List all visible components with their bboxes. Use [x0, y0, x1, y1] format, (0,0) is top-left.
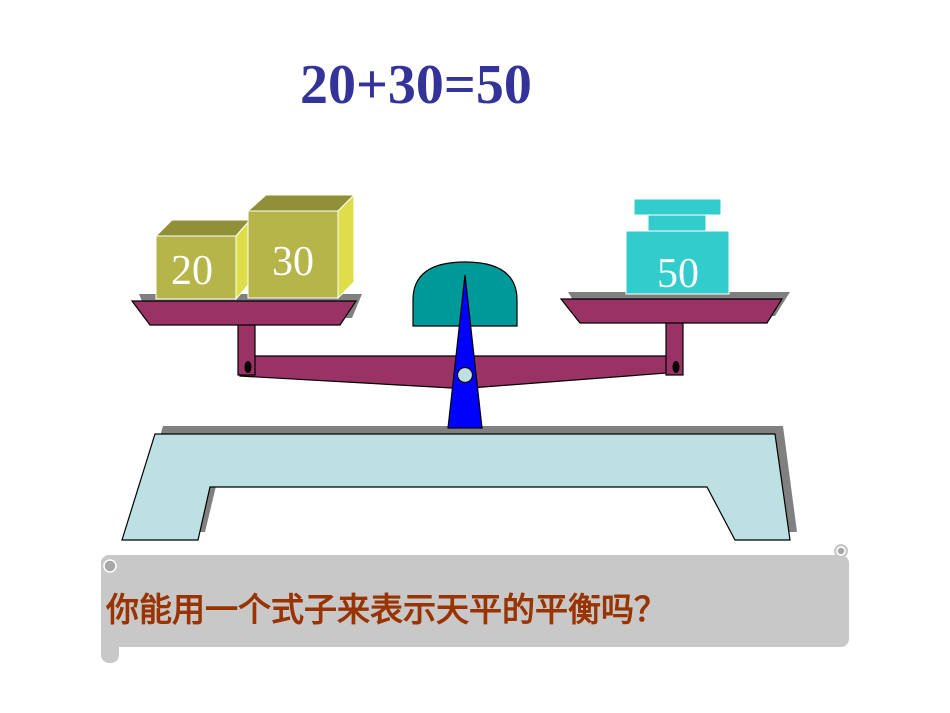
- pointer-pivot: [456, 366, 474, 384]
- left-pivot-pin: [244, 361, 252, 373]
- right-pivot-pin: [672, 361, 680, 373]
- scale-base: [121, 433, 791, 541]
- equation-title: 20+30=50: [300, 54, 532, 116]
- weight-label-50: 50: [657, 251, 699, 297]
- weight-label-30: 30: [272, 239, 314, 285]
- weight-label-20: 20: [171, 248, 213, 294]
- question-text: 你能用一个式子来表示天平的平衡吗？: [105, 590, 667, 629]
- weight-block-30: 30: [246, 193, 356, 300]
- weight-block-20: 20: [154, 218, 252, 301]
- weight-block-50: 50: [625, 198, 730, 297]
- question-scroll-banner: 你能用一个式子来表示天平的平衡吗？: [101, 544, 849, 663]
- left-pan: [130, 300, 358, 326]
- right-pan: [559, 298, 784, 324]
- balance-pointer: [447, 274, 483, 429]
